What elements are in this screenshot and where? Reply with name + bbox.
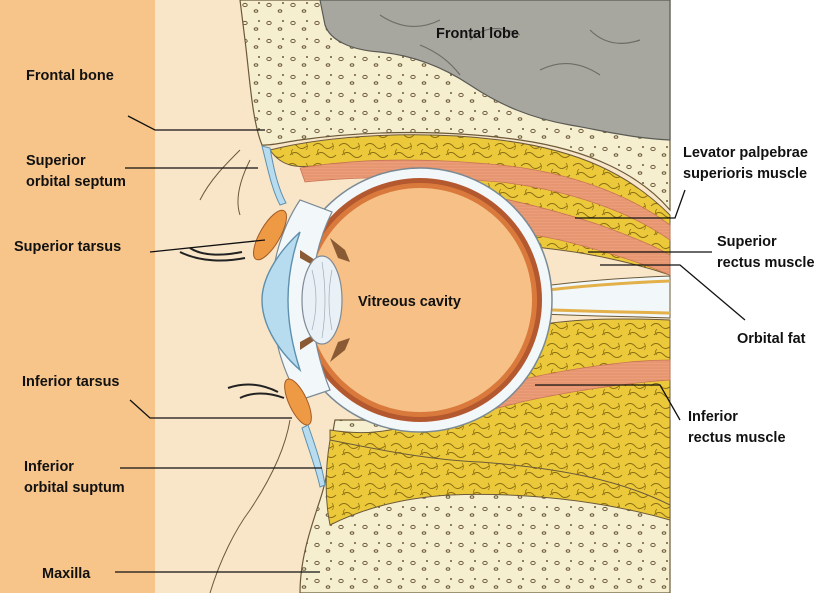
label-superior-rectus-2: rectus muscle [717,255,815,271]
label-superior-rectus-1: Superior [717,234,777,250]
label-levator-2: superioris muscle [683,166,807,182]
lens [302,256,342,344]
label-maxilla: Maxilla [42,566,91,582]
label-levator-1: Levator palpebrae [683,145,808,161]
right-margin [670,0,839,593]
label-orbital-fat: Orbital fat [737,331,806,347]
label-inferior-septum-2: orbital suptum [24,480,125,496]
label-superior-tarsus: Superior tarsus [14,239,121,255]
label-inferior-rectus-1: Inferior [688,409,738,425]
label-inferior-tarsus: Inferior tarsus [22,374,120,390]
label-inferior-rectus-2: rectus muscle [688,430,786,446]
label-frontal-lobe: Frontal lobe [436,26,519,42]
label-inferior-septum-1: Inferior [24,459,74,475]
label-frontal-bone: Frontal bone [26,68,114,84]
label-superior-septum-1: Superior [26,153,86,169]
label-superior-septum-2: orbital septum [26,174,126,190]
label-vitreous: Vitreous cavity [358,294,461,310]
